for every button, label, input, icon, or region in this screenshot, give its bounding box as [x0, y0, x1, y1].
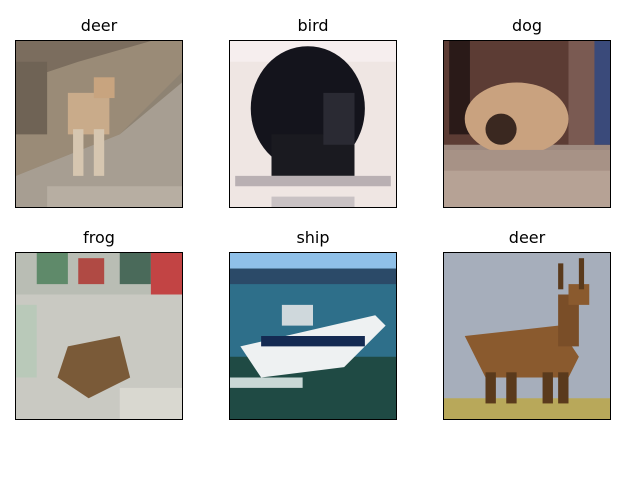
panel-title: deer	[80, 16, 118, 35]
panel-title: bird	[297, 16, 329, 35]
dark-animal-thumbnail	[229, 40, 397, 208]
speedboat-thumbnail	[229, 252, 397, 420]
blurry-frog-thumbnail	[15, 252, 183, 420]
panel-title: deer	[508, 228, 546, 247]
sleeping-dog-thumbnail	[443, 40, 611, 208]
stag-thumbnail	[443, 252, 611, 420]
panel-title: ship	[296, 228, 330, 247]
panel-title: dog	[511, 16, 543, 35]
panel-title: frog	[83, 228, 115, 247]
deer-in-pen-thumbnail	[15, 40, 183, 208]
